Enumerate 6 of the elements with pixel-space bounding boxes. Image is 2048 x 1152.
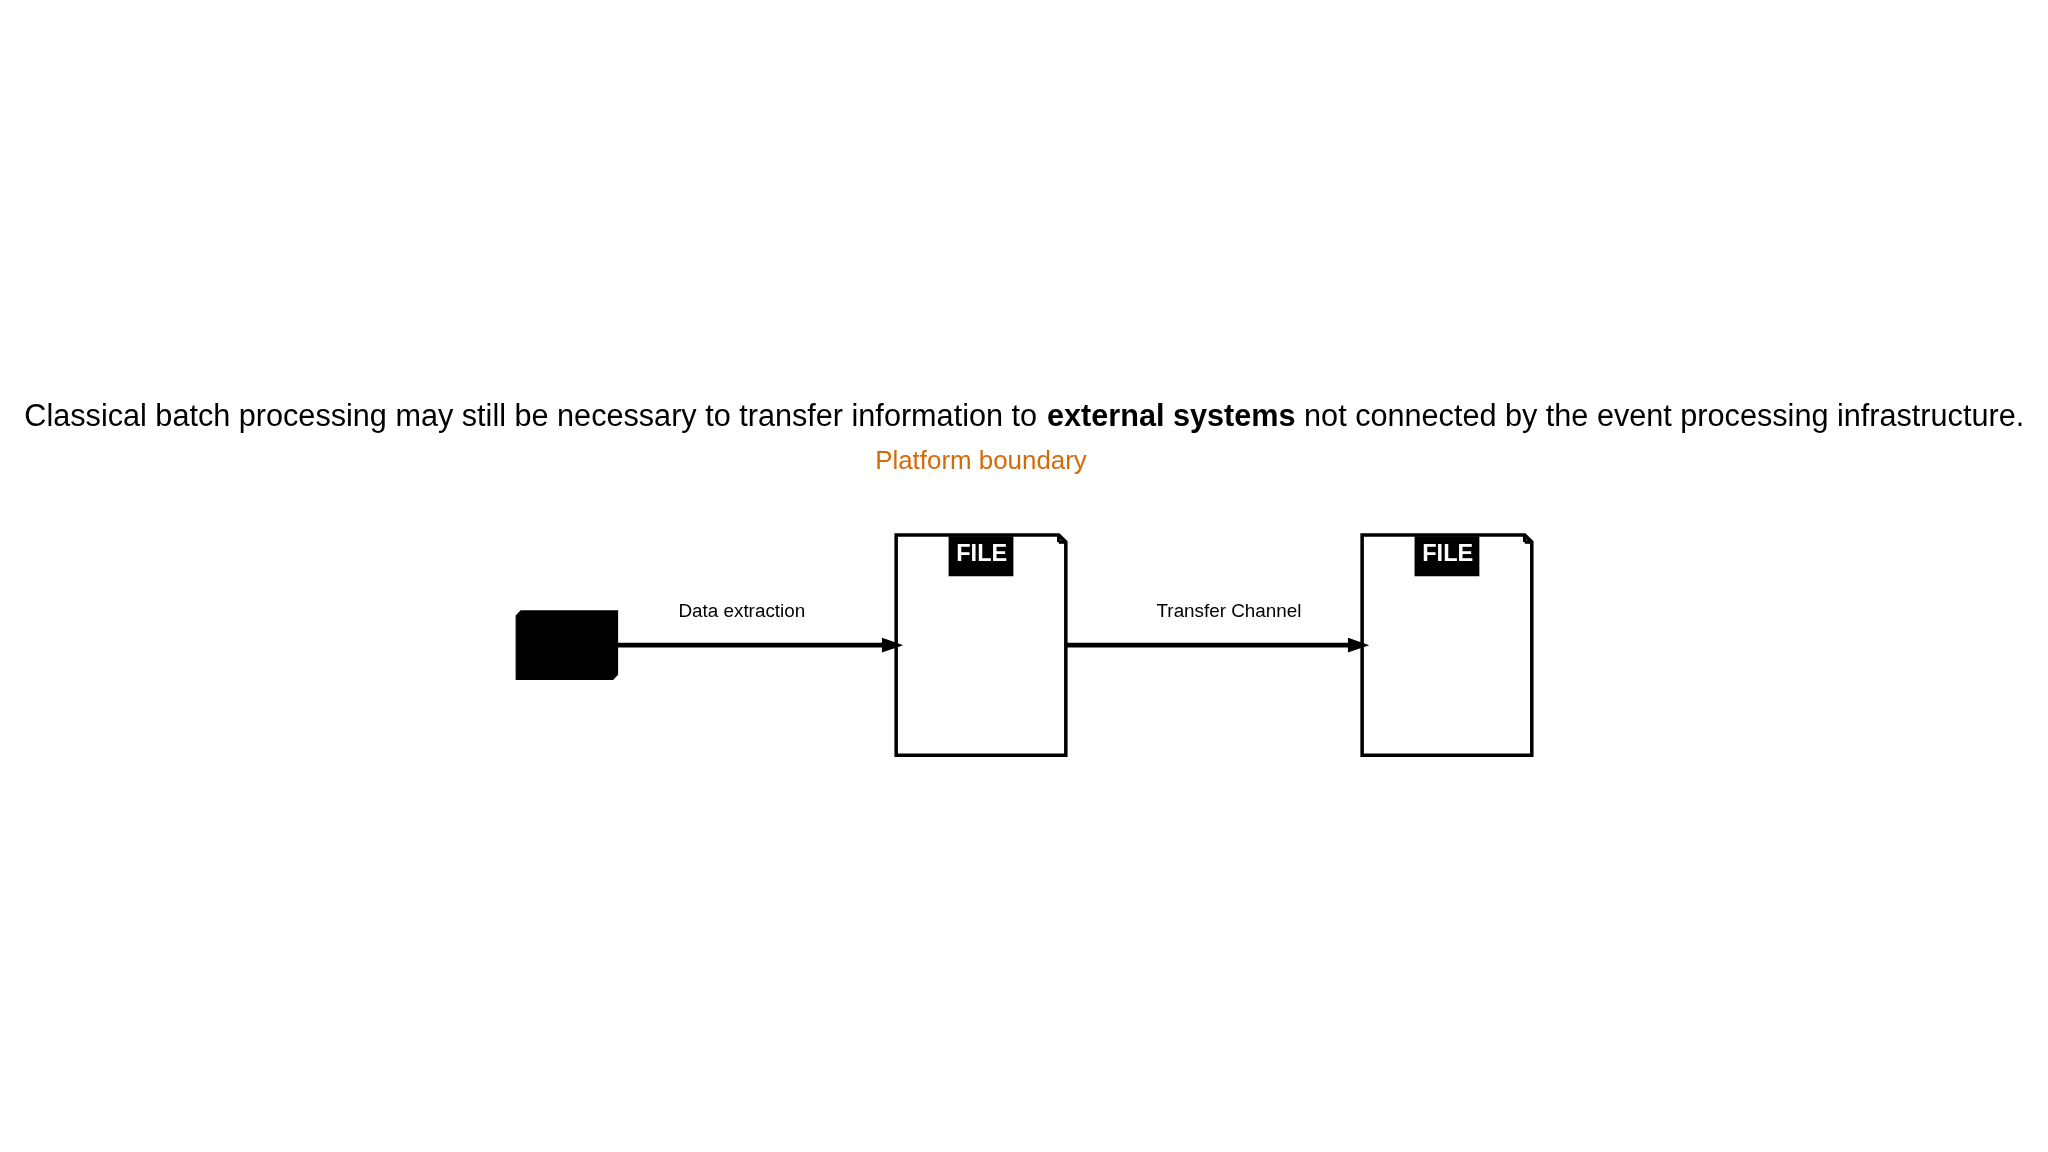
- diagram-title: Classical batch processing may still be necessary to transfer information to external systems not connected by the event processing infrastructure.: [24, 397, 2025, 432]
- edge-label: Transfer Channel: [1156, 599, 1302, 621]
- label: Platform boundary: [875, 445, 1087, 474]
- arrow: [617, 637, 904, 653]
- edge-label: Data extraction: [678, 599, 806, 621]
- arrow: [1066, 637, 1370, 653]
